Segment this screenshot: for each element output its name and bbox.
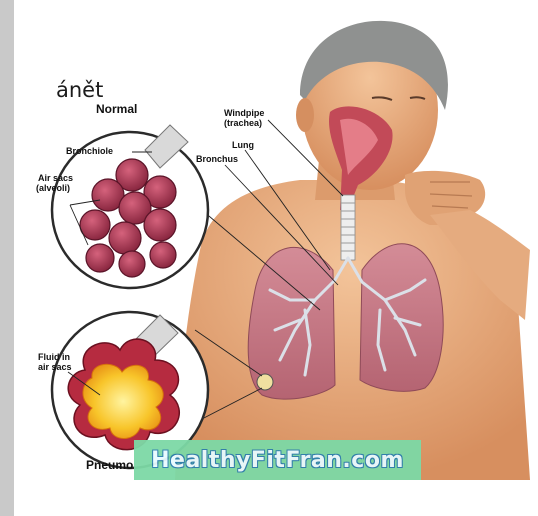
label-fluid-in: Fluid in — [38, 352, 70, 362]
label-air-sacs-fluid: air sacs — [38, 362, 72, 372]
watermark-text: HealthyFitFran.com — [151, 448, 404, 473]
label-trachea: (trachea) — [224, 118, 262, 128]
label-windpipe: Windpipe — [224, 108, 264, 118]
label-bronchiole: Bronchiole — [66, 146, 113, 156]
ear — [296, 98, 314, 132]
label-pneumonia-partial: Pneumo — [86, 458, 133, 472]
label-normal: Normal — [96, 104, 137, 114]
lung-highlight-spot — [257, 374, 273, 390]
watermark-banner: HealthyFitFran.com — [134, 440, 421, 480]
right-lung — [360, 244, 443, 392]
label-bronchus: Bronchus — [196, 154, 238, 164]
label-air-sacs: Air sacs — [38, 173, 73, 183]
label-alveoli: (alveoli) — [36, 183, 70, 193]
label-lung: Lung — [232, 140, 254, 150]
